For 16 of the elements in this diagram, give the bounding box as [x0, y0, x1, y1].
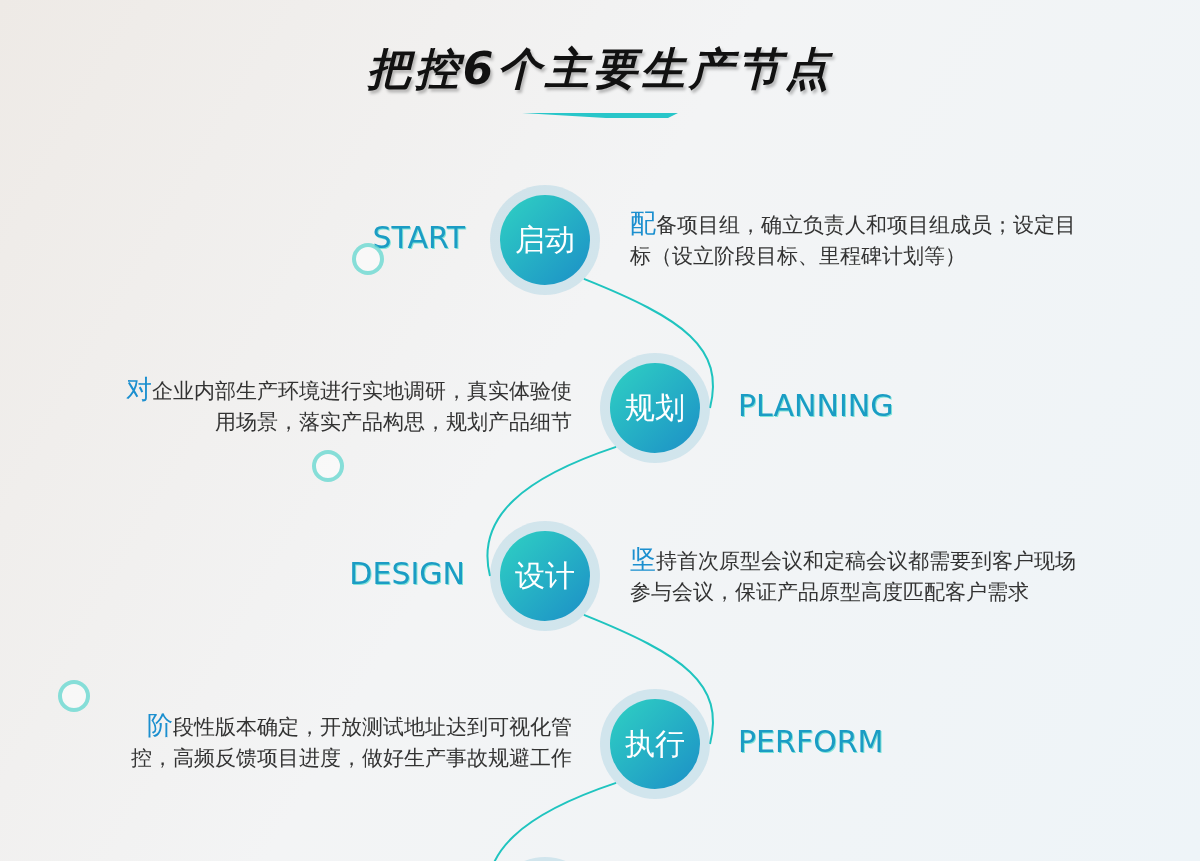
step-description: 配备项目组，确立负责人和项目组成员；设定目标（设立阶段目标、里程碑计划等）: [630, 208, 1077, 270]
step-label: PLANNING: [738, 388, 894, 423]
step-label: START: [372, 220, 465, 255]
step-title: 规划: [625, 388, 685, 427]
step-label: PERFORM: [738, 724, 884, 759]
step-description: 对企业内部生产环境进行实地调研，真实体验使用场景，落实产品构思，规划产品细节: [125, 374, 572, 436]
step-label: DESIGN: [349, 556, 465, 591]
connector-curve: [582, 613, 714, 745]
step-description: 坚持首次原型会议和定稿会议都需要到客户现场参与会议，保证产品原型高度匹配客户需求: [630, 544, 1077, 606]
title: 把控6个主要生产节点: [365, 42, 835, 96]
step-description: 阶段性版本确定，开放测试地址达到可视化管控，高频反馈项目进度，做好生产事故规避工作: [130, 710, 572, 772]
connector-curve: [582, 277, 714, 409]
connector-curve: [486, 445, 618, 577]
step-title: 启动: [515, 220, 575, 259]
step-title: 执行: [625, 724, 685, 763]
step-title: 设计: [515, 556, 575, 595]
